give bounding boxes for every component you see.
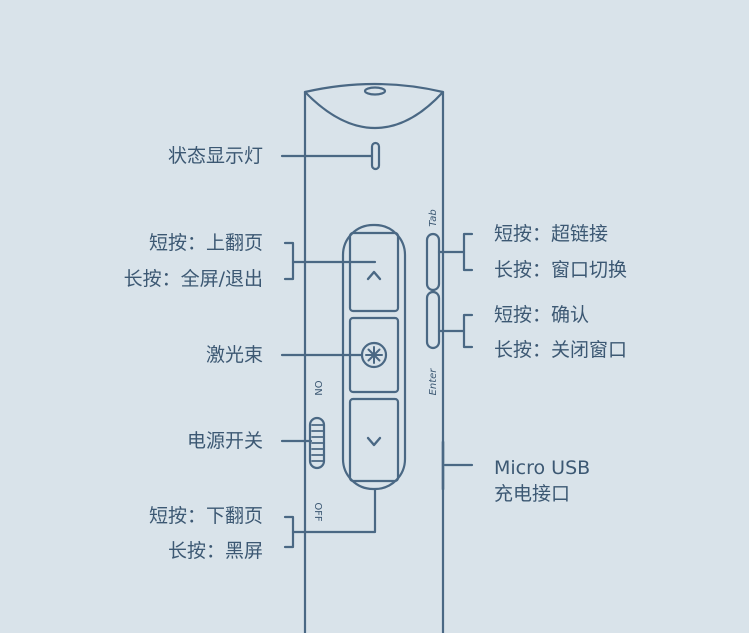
laser-label: 激光束	[205, 344, 263, 366]
tab-text: Tab	[428, 209, 439, 227]
tab-side-button	[425, 232, 441, 292]
chevron-down-icon	[366, 436, 382, 447]
enter-text: Enter	[428, 368, 439, 396]
usb-label-line1: Micro USB	[494, 457, 591, 479]
on-text: ON	[312, 380, 323, 395]
up-long-label: 长按：全屏/退出	[123, 268, 263, 290]
enter-bracket	[462, 313, 474, 349]
down-button	[348, 397, 400, 483]
tab-short-label: 短按：超链接	[494, 223, 609, 245]
status-light-label: 状态显示灯	[167, 145, 263, 167]
device-body-outline	[303, 82, 445, 633]
button-frame	[341, 223, 407, 491]
device-top-cap	[303, 90, 445, 130]
down-short-label: 短按：下翻页	[148, 505, 263, 527]
up-short-label: 短按：上翻页	[148, 232, 263, 254]
off-text: OFF	[312, 502, 323, 522]
up-button	[348, 231, 400, 313]
enter-long-label: 长按：关闭窗口	[494, 339, 628, 361]
down-long-label: 长按：黑屏	[167, 540, 263, 562]
down-bracket	[283, 515, 295, 549]
up-bracket	[283, 241, 295, 281]
tab-long-label: 长按：窗口切换	[494, 259, 628, 281]
usb-label-line2: 充电接口	[494, 483, 571, 505]
top-hole	[363, 86, 387, 96]
enter-side-button	[425, 290, 441, 350]
down-leader	[291, 488, 377, 534]
enter-short-label: 短按：确认	[494, 304, 590, 326]
laser-star-rays	[365, 346, 383, 364]
chevron-up-icon	[366, 270, 382, 281]
tab-bracket	[462, 232, 474, 272]
power-switch-ridges	[311, 424, 325, 462]
power-label: 电源开关	[186, 430, 263, 452]
